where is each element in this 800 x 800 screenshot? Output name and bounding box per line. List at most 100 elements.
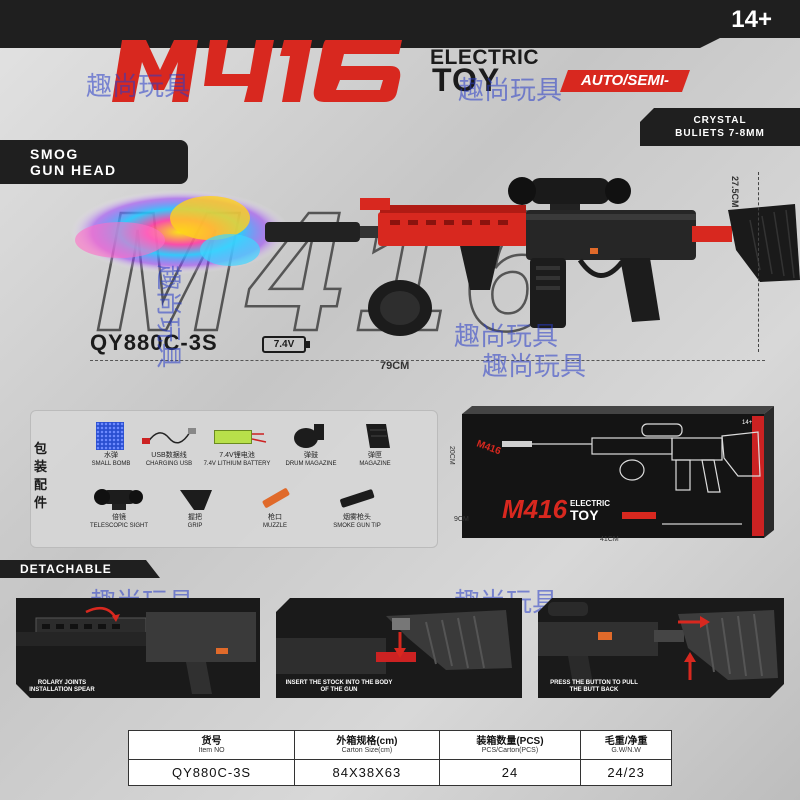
accessory-item: 7.4V锂电池 7.4V LITHIUM BATTERY xyxy=(202,422,272,468)
silencer xyxy=(265,222,360,242)
spec-header-en: G.W/N.W xyxy=(611,746,641,754)
spec-header-cn: 装箱数量(PCS) xyxy=(476,735,544,747)
crystal-line1: CRYSTAL xyxy=(693,115,747,126)
spec-header-cell: 外箱规格(cm)Carton Size(cm) xyxy=(294,730,440,760)
height-dimension-line xyxy=(758,172,759,352)
spec-header-cn: 毛重/净重 xyxy=(604,735,648,747)
water-beads-icon xyxy=(76,422,146,450)
pistol-grip xyxy=(620,258,660,322)
age-rating: 14+ xyxy=(731,6,772,33)
toy-text: TOY xyxy=(432,62,501,98)
spec-header-cn: 货号 xyxy=(201,735,222,747)
magazine-icon xyxy=(340,422,410,450)
spec-header-cell: 装箱数量(PCS)PCS/Carton(PCS) xyxy=(438,730,582,760)
watermark: 趣尚玩具 xyxy=(152,264,183,369)
accessories-label: 包装配件 xyxy=(34,441,48,510)
watermark: 趣尚玩具 xyxy=(86,72,191,102)
crystal-line2: BULIETS 7-8MM xyxy=(675,128,765,139)
accessory-item: 枪口 MUZZLE xyxy=(240,484,310,530)
spec-item-no: QY880C-3S xyxy=(127,759,296,786)
width-dimension: 79CM xyxy=(380,360,410,372)
step3-illustration xyxy=(538,602,778,690)
width-dimension-line xyxy=(90,360,765,361)
spec-header-en: PCS/Carton(PCS) xyxy=(481,746,539,754)
electric-text: ELECTRIC xyxy=(430,46,539,69)
spec-weight: 24/23 xyxy=(580,759,672,786)
watermark: 趣尚玩具 xyxy=(482,352,587,382)
accessory-item: USB数据线 CHARGING USB xyxy=(134,422,204,468)
smog-gun-head-tag: SMOG GUN HEAD xyxy=(0,140,188,184)
box-electric: ELECTRIC xyxy=(570,499,610,508)
box-width-dimension: 41CM xyxy=(600,536,619,543)
box-height-dimension: 20CM xyxy=(448,446,455,465)
smoke-tip-icon xyxy=(322,484,392,512)
magazine xyxy=(530,258,566,328)
accessory-en: TELESCOPIC SIGHT xyxy=(89,523,148,529)
accessory-item: 倍镜 TELESCOPIC SIGHT xyxy=(84,484,154,530)
accessory-item: 烟雾枪头 SMOKE GUN TIP xyxy=(322,484,392,530)
accessory-cn: 水弹 xyxy=(104,452,118,459)
accessory-en: MAGAZINE xyxy=(359,461,391,467)
accessory-en: 7.4V LITHIUM BATTERY xyxy=(203,461,271,467)
accessory-en: SMALL BOMB xyxy=(91,461,131,467)
vertical-grip xyxy=(460,246,500,290)
detachable-label: DETACHABLE xyxy=(0,560,160,578)
box-depth-dimension: 9CM xyxy=(454,516,469,523)
spec-header-en: Item NO xyxy=(198,746,225,754)
step3-caption: PRESS THE BUTTON TO PULL THE BUTT BACK xyxy=(550,680,638,693)
accessory-cn: USB数据线 xyxy=(151,452,187,459)
box-toy: TOY xyxy=(570,507,599,523)
accessory-cn: 7.4V锂电池 xyxy=(219,452,255,459)
crystal-bullets-tag: CRYSTAL BULIETS 7-8MM xyxy=(640,108,800,146)
model-number: QY880C-3S xyxy=(90,330,218,355)
smog-line2: GUN HEAD xyxy=(30,162,117,178)
accessory-item: 握把 GRIP xyxy=(160,484,230,530)
muzzle-icon xyxy=(240,484,310,512)
grip-icon xyxy=(160,484,230,512)
step1-illustration xyxy=(16,606,256,694)
accessory-en: SMOKE GUN TIP xyxy=(333,523,381,529)
spec-pcs-carton: 24 xyxy=(438,759,582,786)
accessory-cn: 弹匣 xyxy=(368,452,382,459)
detach-step-3: PRESS THE BUTTON TO PULL THE BUTT BACK xyxy=(538,598,784,698)
red-handguard xyxy=(378,212,528,246)
step2-illustration xyxy=(276,610,512,674)
watermark: 趣尚玩具 xyxy=(458,76,563,106)
gun-illustration xyxy=(70,177,800,336)
battery-icon xyxy=(202,422,272,450)
accessory-en: CHARGING USB xyxy=(145,461,193,467)
accessory-en: DRUM MAGAZINE xyxy=(285,461,337,467)
watermark: 趣尚玩具 xyxy=(454,322,559,352)
height-dimension: 27.5CM xyxy=(730,176,740,208)
spec-value-row: QY880C-3S 84X38X63 24 24/23 xyxy=(127,759,672,786)
accessory-cn: 握把 xyxy=(188,514,202,521)
product-box: 14+ M416 M416 ELECTRIC TOY xyxy=(462,406,774,538)
accessory-cn: 枪口 xyxy=(268,514,282,521)
box-logo: M416 xyxy=(502,494,568,524)
m416-logo xyxy=(112,40,402,102)
detach-step-2: INSERT THE STOCK INTO THE BODY OF THE GU… xyxy=(276,598,522,698)
usb-cable-icon xyxy=(134,422,204,450)
scope xyxy=(530,178,610,204)
smog-line1: SMOG xyxy=(30,146,79,162)
spec-header-cn: 外箱规格(cm) xyxy=(336,735,398,747)
step2-caption: INSERT THE STOCK INTO THE BODY OF THE GU… xyxy=(285,680,393,693)
detach-step-1: ROLARY JOINTS INSTALLATION SPEAR xyxy=(16,598,260,698)
accessory-cn: 倍镜 xyxy=(112,514,126,521)
drum-magazine-icon xyxy=(276,422,346,450)
scope-icon xyxy=(84,484,154,512)
receiver xyxy=(526,210,696,260)
accessory-item: 水弹 SMALL BOMB xyxy=(76,422,146,468)
accessory-cn: 弹鼓 xyxy=(304,452,318,459)
accessory-cn: 烟雾枪头 xyxy=(343,514,371,521)
accessory-item: 弹匣 MAGAZINE xyxy=(340,422,410,468)
spec-header-en: Carton Size(cm) xyxy=(341,746,393,754)
spec-carton-size: 84X38X63 xyxy=(294,759,440,786)
accessory-item: 弹鼓 DRUM MAGAZINE xyxy=(276,422,346,468)
battery-badge: 7.4V xyxy=(262,336,310,353)
